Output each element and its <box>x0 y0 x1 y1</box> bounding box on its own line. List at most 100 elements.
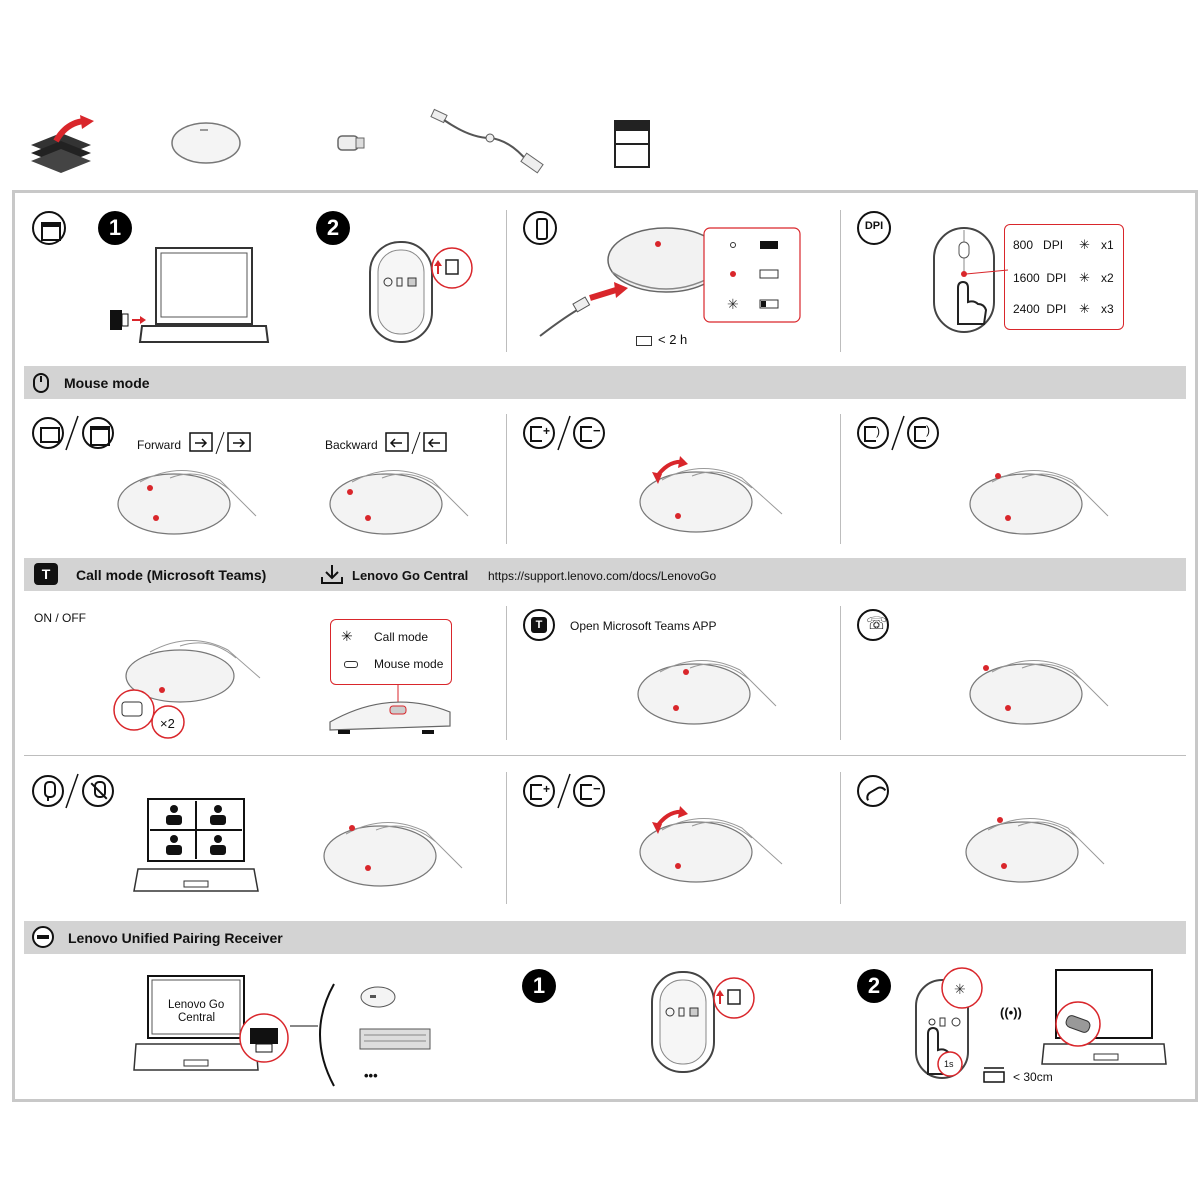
laptop-illustration <box>110 247 270 343</box>
call-mode-label: Call mode <box>374 630 429 644</box>
separator <box>506 210 507 352</box>
more-devices-ellipsis: ••• <box>364 1068 378 1083</box>
step-2-badge: 2 <box>316 211 350 245</box>
mouse-mode-label: Mouse mode <box>374 657 444 671</box>
dpi-level-2: 1600 DPI <box>1013 271 1067 285</box>
volume-max-icon: ) <box>857 417 889 449</box>
manual-icon <box>614 120 650 168</box>
separator <box>506 772 507 904</box>
slash-divider <box>65 773 79 809</box>
hand-mouse-hangup-illustration <box>965 817 1105 883</box>
pairing-step-2-badge: 2 <box>857 969 891 1003</box>
separator <box>840 210 841 352</box>
instruction-frame <box>12 190 1198 1102</box>
pairing-step-1-badge: 1 <box>522 969 556 1003</box>
dpi-levels-box: 800 DPI ✳ x1 1600 DPI ✳ x2 2400 DPI ✳ x3 <box>1004 224 1124 330</box>
volume-down-icon: − <box>573 775 605 807</box>
compatible-devices-illustration <box>359 986 431 1050</box>
receiver-bar: Lenovo Unified Pairing Receiver <box>24 921 1186 954</box>
call-mode-title: Call mode (Microsoft Teams) <box>76 567 267 583</box>
hand-mouse-scroll-call-illustration <box>639 806 783 883</box>
distance-ruler-icon <box>983 1067 1005 1083</box>
receiver-bar-icon <box>32 926 54 948</box>
mouse-mode-title: Mouse mode <box>64 375 150 391</box>
mouse-mode-bar: Mouse mode <box>24 366 1186 399</box>
hand-mouse-side-button-illustration <box>113 640 261 739</box>
hand-mouse-answer-illustration <box>969 660 1109 725</box>
receiver-title: Lenovo Unified Pairing Receiver <box>68 930 283 946</box>
hand-mouse-forward-illustration <box>117 470 257 535</box>
dpi-presses-1: x1 <box>1101 238 1114 252</box>
backward-icons <box>385 431 447 455</box>
open-teams-label: Open Microsoft Teams APP <box>570 619 717 633</box>
row-divider <box>24 755 1186 756</box>
teams-icon: T <box>34 563 58 585</box>
step-1-badge: 1 <box>98 211 132 245</box>
dpi-presses-2: x2 <box>1101 271 1114 285</box>
screen-text-line2: Central <box>178 1012 216 1024</box>
wireless-signal-icon: ((•)) <box>1000 1005 1022 1020</box>
dpi-led-icon: ✳ <box>1079 270 1090 285</box>
usb-cable-icon <box>430 108 544 174</box>
slash-divider <box>65 415 79 451</box>
separator <box>506 414 507 544</box>
download-icon <box>321 565 343 584</box>
distance-label: < 30cm <box>1013 1070 1053 1084</box>
unbox-icon <box>31 115 94 173</box>
phone-hangup-icon <box>857 775 889 807</box>
dpi-led-icon: ✳ <box>1079 237 1090 252</box>
hand-mouse-volume-illustration <box>969 470 1109 535</box>
svg-text:✳: ✳ <box>954 982 966 998</box>
separator <box>840 414 841 544</box>
mouse-mode-led-icon <box>344 661 358 668</box>
mouse-dpi-illustration <box>933 227 1009 333</box>
folder-icon <box>32 417 64 449</box>
separator <box>840 772 841 904</box>
dpi-presses-3: x3 <box>1101 302 1114 316</box>
browser-icon <box>82 417 114 449</box>
backward-label: Backward <box>325 438 378 452</box>
press-twice-label: ×2 <box>160 716 175 731</box>
forward-icons <box>189 431 251 455</box>
receiver-section-icon <box>32 211 66 245</box>
dpi-section-icon: DPI <box>857 211 891 245</box>
dpi-level-1: 800 DPI <box>1013 238 1064 252</box>
svg-text:✳: ✳ <box>727 297 739 313</box>
phone-answer-icon: ☏ <box>857 609 889 641</box>
charge-time-text: < 2 h <box>658 332 688 347</box>
go-central-label: Lenovo Go Central <box>352 568 469 583</box>
hold-time-label: 1s <box>944 1059 954 1069</box>
mic-mute-icon <box>82 775 114 807</box>
mouse-pair-button-illustration: ✳ <box>915 967 983 1079</box>
on-off-label: ON / OFF <box>34 611 86 625</box>
laptop-pairing-illustration <box>1041 969 1167 1065</box>
bracket-divider <box>290 983 335 1087</box>
dpi-level-3: 2400 DPI <box>1013 302 1067 316</box>
mouse-charging-illustration: ✳ <box>539 227 801 337</box>
mode-indicator-box: ✳ Call mode Mouse mode <box>330 619 452 685</box>
volume-up-icon: + <box>523 775 555 807</box>
screen-text-line1: Lenovo Go <box>168 999 225 1011</box>
mic-icon <box>32 775 64 807</box>
laptop-receiver-illustration <box>133 975 289 1071</box>
support-url-link[interactable]: https://support.lenovo.com/docs/LenovoGo <box>488 569 717 583</box>
dpi-led-icon: ✳ <box>1079 301 1090 316</box>
mouse-side-view-illustration <box>329 684 451 734</box>
mouse-top-icon <box>171 122 241 164</box>
battery-plug-icon <box>636 335 652 346</box>
laptop-video-call-illustration <box>133 798 259 892</box>
charge-section-icon <box>523 211 557 245</box>
mouse-mode-icon <box>33 373 49 393</box>
separator <box>840 606 841 740</box>
call-mode-led-icon: ✳ <box>341 628 353 644</box>
hand-mouse-backward-illustration <box>329 470 469 535</box>
charge-time-label: < 2 h <box>636 332 687 347</box>
forward-label: Forward <box>137 438 182 452</box>
hand-mouse-scroll-illustration <box>639 456 783 533</box>
call-mode-bar: T Call mode (Microsoft Teams) Lenovo Go … <box>24 558 1186 591</box>
slash-divider <box>557 773 571 809</box>
mouse-bottom-power-switch <box>369 241 473 343</box>
slash-divider <box>891 415 905 451</box>
dpi-badge-text: DPI <box>864 220 884 232</box>
hand-mouse-mic-illustration <box>323 822 463 887</box>
